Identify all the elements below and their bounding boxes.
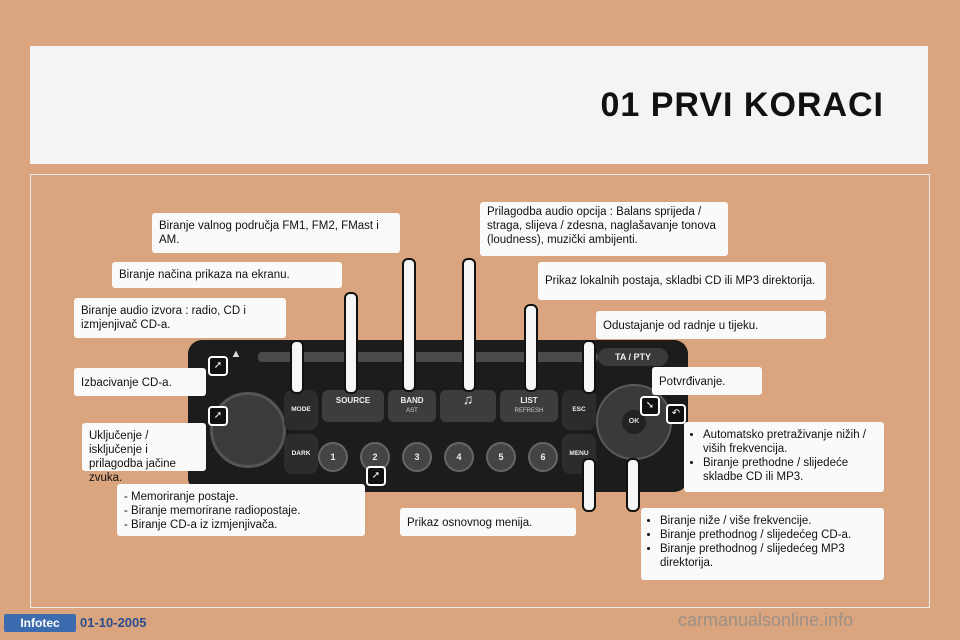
list-sub-label: REFRESH: [514, 408, 544, 414]
infotec-logo: Infotec: [4, 614, 76, 632]
presets-line-1: - Memoriranje postaje.: [124, 491, 239, 503]
menu-callout-text: Prikaz osnovnog menija.: [407, 517, 533, 529]
ta-pty-button[interactable]: TA / PTY: [598, 348, 668, 366]
presets-line-2: - Biranje memorirane radiopostaje.: [124, 505, 301, 517]
band-sub-label: AST: [406, 408, 418, 414]
mode-button[interactable]: MODE: [284, 390, 318, 430]
preset-button-6[interactable]: 6: [528, 442, 558, 472]
band-label: BAND: [400, 396, 424, 405]
power-callout: Uključenje / isključenje i prilagodba ja…: [82, 423, 206, 484]
preset-button-5[interactable]: 5: [486, 442, 516, 472]
eject-icon[interactable]: ▲: [230, 348, 242, 360]
pointer-esc: [582, 340, 596, 394]
presets-line-3: - Biranje CD-a iz izmjenjivača.: [124, 519, 278, 531]
page-title: 01 PRVI KORACI: [600, 86, 884, 124]
audio-options-callout: Prilagodba audio opcija : Balans sprijed…: [480, 202, 728, 256]
list-label: LIST: [520, 396, 538, 405]
up-down-line-2: Biranje prethodnog / slijedećeg CD-a.: [660, 528, 877, 542]
list-callout-text: Prikaz lokalnih postaja, skladbi CD ili …: [545, 275, 816, 287]
band-callout: Biranje valnog područja FM1, FM2, FMast …: [152, 213, 400, 253]
navigation-pad[interactable]: OK: [596, 384, 672, 460]
band-callout-text: Biranje valnog područja FM1, FM2, FMast …: [159, 220, 379, 246]
volume-knob[interactable]: [210, 392, 286, 468]
source-callout: Biranje audio izvora : radio, CD i izmje…: [74, 298, 286, 338]
source-button[interactable]: SOURCE: [322, 390, 384, 422]
list-callout: Prikaz lokalnih postaja, skladbi CD ili …: [538, 262, 826, 300]
up-down-callout: Biranje niže / više frekvencije. Biranje…: [641, 508, 884, 580]
pointer-band: [402, 258, 416, 392]
preset-button-1[interactable]: 1: [318, 442, 348, 472]
pointer-audio: [462, 258, 476, 392]
list-button[interactable]: LIST REFRESH: [500, 390, 558, 422]
audio-options-callout-text: Prilagodba audio opcija : Balans sprijed…: [487, 206, 716, 246]
pointer-source: [290, 340, 304, 394]
esc-callout: Odustajanje od radnje u tijeku.: [596, 311, 826, 339]
power-callout-text: Uključenje / isključenje i prilagodba ja…: [89, 430, 176, 484]
eject-callout: Izbacivanje CD-a.: [74, 368, 206, 396]
left-right-line-2: Biranje prethodne / slijedeće skladbe CD…: [703, 456, 877, 484]
eject-callout-text: Izbacivanje CD-a.: [81, 377, 172, 389]
left-right-callout: Automatsko pretraživanje nižih / viših f…: [684, 422, 884, 492]
radio-unit: ▲ TA / PTY MODE DARK SOURCE BAND AST ♫ LI…: [188, 340, 688, 492]
esc-button[interactable]: ESC: [562, 390, 596, 430]
content-frame: [30, 174, 930, 608]
pointer-list: [524, 304, 538, 392]
eject-arrow-icon: ➚: [208, 356, 228, 376]
preset-arrow-icon: ➚: [366, 466, 386, 486]
pointer-menu: [582, 458, 596, 512]
preset-button-4[interactable]: 4: [444, 442, 474, 472]
pointer-display-mode: [344, 292, 358, 394]
dark-button[interactable]: DARK: [284, 434, 318, 474]
audio-settings-button[interactable]: ♫: [440, 390, 496, 422]
esc-callout-text: Odustajanje od radnje u tijeku.: [603, 320, 759, 332]
up-down-line-3: Biranje prethodnog / slijedećeg MP3 dire…: [660, 542, 877, 570]
band-button[interactable]: BAND AST: [388, 390, 436, 422]
display-mode-callout: Biranje načina prikaza na ekranu.: [112, 262, 342, 288]
cd-slot: [258, 352, 598, 362]
source-callout-text: Biranje audio izvora : radio, CD i izmje…: [81, 305, 246, 331]
presets-callout: - Memoriranje postaje. - Biranje memorir…: [117, 484, 365, 536]
power-arrow-icon: ➚: [208, 406, 228, 426]
preset-button-3[interactable]: 3: [402, 442, 432, 472]
source-label: SOURCE: [335, 396, 371, 405]
watermark: carmanualsonline.info: [678, 610, 854, 630]
ok-arrow-icon: ➘: [640, 396, 660, 416]
left-right-line-1: Automatsko pretraživanje nižih / viših f…: [703, 428, 877, 456]
menu-callout: Prikaz osnovnog menija.: [400, 508, 576, 536]
display-mode-callout-text: Biranje načina prikaza na ekranu.: [119, 269, 290, 281]
left-right-arrow-icon: ↶: [666, 404, 686, 424]
ok-callout: Potvrđivanje.: [652, 367, 762, 395]
footer-date: 01-10-2005: [80, 615, 147, 630]
ok-callout-text: Potvrđivanje.: [659, 376, 726, 388]
header-panel: 01 PRVI KORACI: [30, 46, 928, 164]
pointer-down: [626, 458, 640, 512]
up-down-line-1: Biranje niže / više frekvencije.: [660, 514, 877, 528]
music-note-icon: ♫: [462, 391, 474, 407]
